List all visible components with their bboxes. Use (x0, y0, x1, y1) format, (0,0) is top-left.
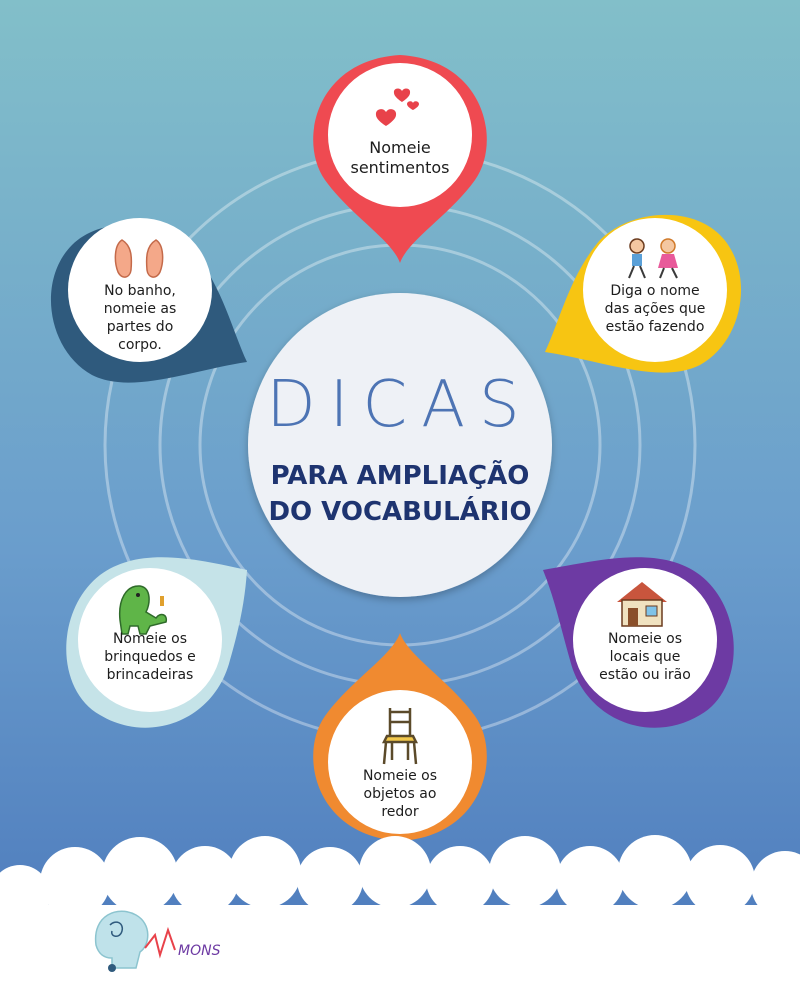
chair-icon (381, 708, 419, 765)
center-disc (248, 293, 552, 597)
tip-body-parts (50, 218, 247, 383)
page-title: DICAS (266, 368, 534, 442)
tip-objects (313, 633, 487, 841)
logo: MONS (94, 910, 221, 972)
feet-icon (114, 239, 164, 278)
tip-feelings (313, 55, 487, 263)
tip-text-objects: Nomeie os objetos ao redor (362, 768, 438, 820)
children-playing-icon (628, 238, 678, 279)
tip-places (543, 557, 734, 728)
tip-text-actions: Diga o nome das ações que estão fazendo (604, 283, 706, 335)
page-subtitle: PARA AMPLIAÇÃO DO VOCABULÁRIO (268, 461, 532, 527)
tip-text-toys: Nomeie os brinquedos e brincadeiras (104, 631, 196, 683)
tip-text-body-parts: No banho, nomeie as partes do corpo. (103, 283, 177, 353)
tip-text-feelings: Nomeie sentimentos (350, 138, 450, 177)
hearts-icon (375, 88, 419, 126)
tip-text-places: Nomeie os locais que estão ou irão (599, 631, 691, 683)
tip-toys (66, 557, 247, 728)
tip-actions (545, 214, 742, 373)
house-icon (617, 582, 667, 627)
toy-dinosaur-icon (118, 585, 168, 635)
logo-text: MONS (178, 943, 221, 959)
